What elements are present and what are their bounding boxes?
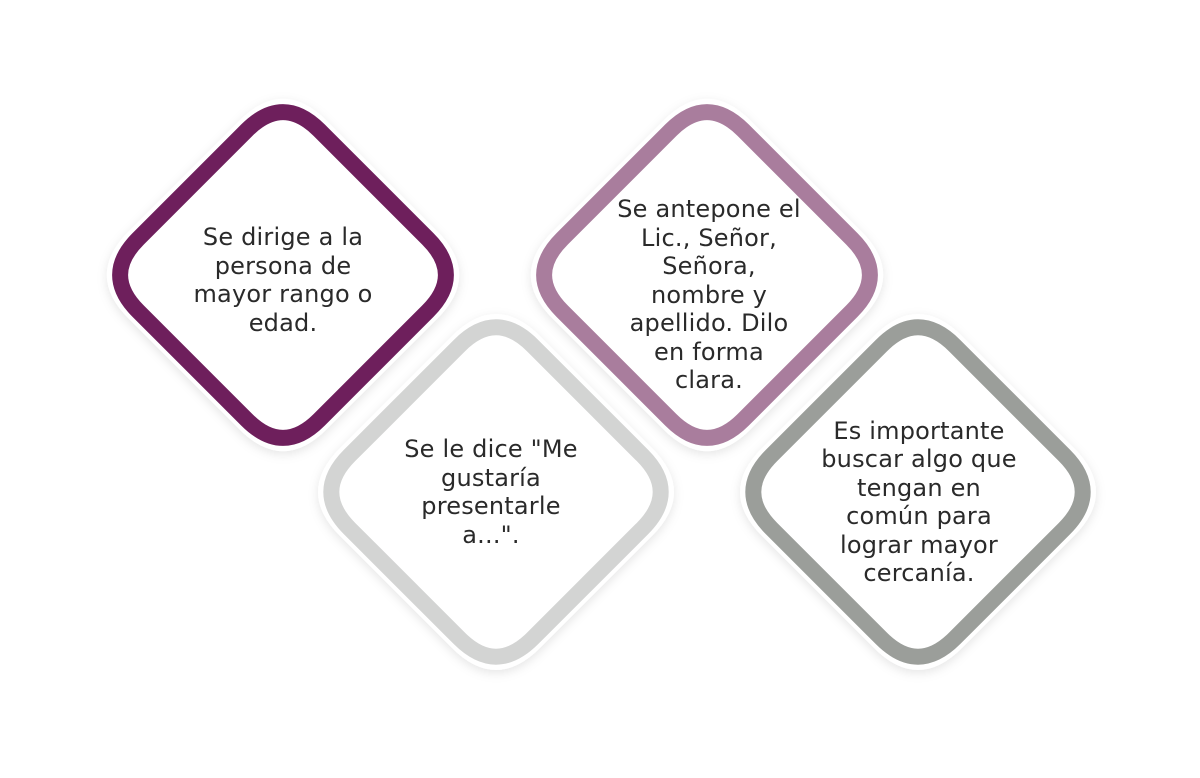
diamond-shapes [106,98,1096,670]
diamond-rango [106,98,460,452]
diamond-anteponer-outline [536,104,878,446]
card-text-comun: Es importante buscar algo que tengan en … [821,416,1017,588]
diamond-comun [740,314,1096,670]
diamond-presentarle [318,314,674,670]
diamond-comun-outline [745,319,1091,665]
card-text-presentarle: Se le dice "Me gustaría presentarle a...… [404,435,578,549]
diamond-rango-outline [112,104,454,446]
card-text-anteponer: Se antepone el Lic., Señor, Señora, nomb… [617,195,801,395]
card-text-rango: Se dirige a la persona de mayor rango o … [193,223,373,337]
diamond-presentarle-outline [323,319,669,665]
diamond-anteponer [530,98,884,452]
